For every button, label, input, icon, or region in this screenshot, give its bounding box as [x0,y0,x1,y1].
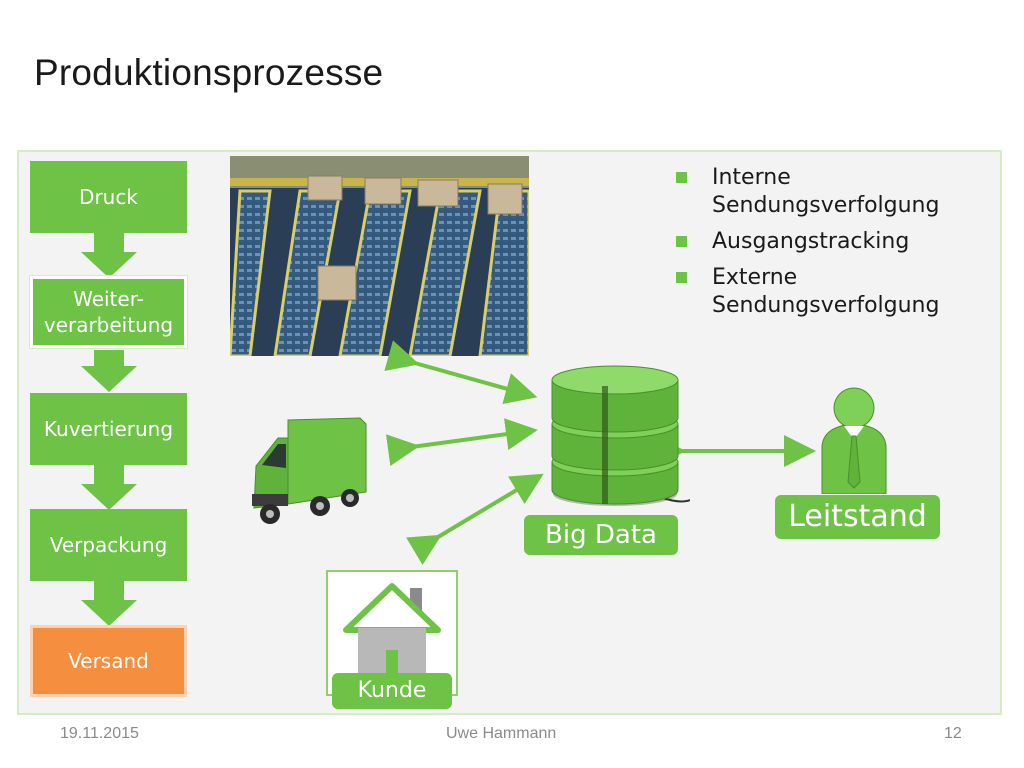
kunde-label: Kunde [332,673,452,709]
step-druck: Druck [30,161,187,233]
page-title: Produktionsprozesse [34,52,384,93]
bullet-item: Ausgangstracking [676,228,939,256]
leitstand-label: Leitstand [775,495,940,539]
footer-date: 19.11.2015 [60,725,139,742]
page-number: 12 [944,725,962,742]
bullet-square-icon [676,172,687,183]
footer-author: Uwe Hammann [446,725,557,742]
person-icon [821,387,887,494]
step-weiterverarbeitung: Weiter- verarbeitung [30,276,187,348]
van-icon [252,417,367,524]
bullet-item: Interne Sendungsverfolgung [676,164,939,220]
connector-stem [94,350,124,368]
bullet-item: Externe Sendungsverfolgung [676,264,939,320]
bullet-list: Interne Sendungsverfolgung Ausgangstrack… [676,164,939,328]
connector-arrow [81,484,137,510]
bigdata-label: Big Data [524,515,678,555]
connector-arrow [81,366,137,392]
connector-stem [94,233,124,253]
house-icon [343,583,441,674]
conveyor-photo [230,156,529,356]
connector-arrow [81,600,137,626]
database-icon [551,365,690,506]
connector-arrow [81,252,137,278]
bullet-square-icon [676,272,687,283]
bullet-square-icon [676,236,687,247]
step-versand: Versand [30,625,187,697]
connector-stem [94,581,124,601]
step-kuvertierung: Kuvertierung [30,393,187,465]
connector-stem [94,465,124,485]
step-verpackung: Verpackung [30,509,187,581]
